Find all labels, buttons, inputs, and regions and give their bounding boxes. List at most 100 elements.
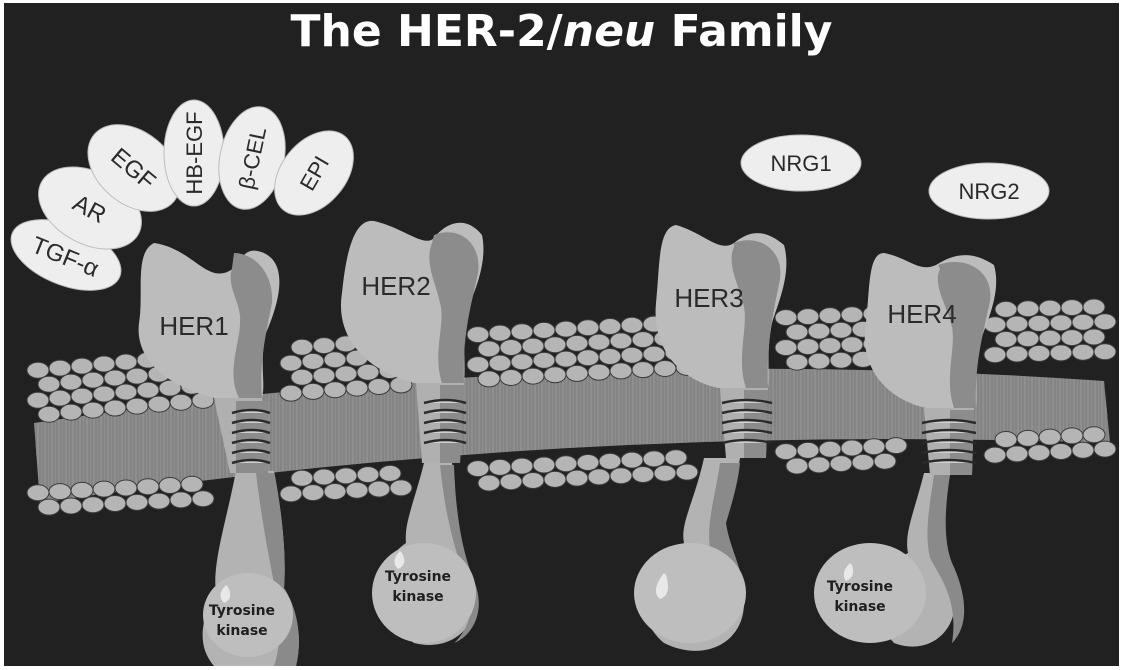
lipid-head (313, 368, 335, 384)
lipid-head (588, 469, 610, 485)
ligand-hb-egf: HB-EGF (164, 100, 224, 206)
lipid-head (489, 459, 511, 475)
lipid-head (885, 438, 907, 454)
lipid-head (49, 360, 71, 376)
lipid-head (599, 453, 621, 469)
lipid-head (49, 484, 71, 500)
her2-label: HER2 (361, 271, 430, 301)
lipid-head (643, 451, 665, 467)
lipid-head (104, 370, 126, 386)
lipid-head (467, 357, 489, 373)
lipid-head (1017, 301, 1039, 317)
lipid-head (280, 385, 302, 401)
lipid-head (665, 450, 687, 466)
lipid-head (1061, 300, 1083, 316)
lipid-head (632, 362, 654, 378)
lipid-head (71, 482, 93, 498)
lipid-head (500, 339, 522, 355)
lipid-head (324, 483, 346, 499)
lipid-head (654, 465, 676, 481)
lipid-head (1061, 330, 1083, 346)
lipid-head (49, 390, 71, 406)
lipid-head (984, 447, 1006, 463)
lipid-head (1061, 428, 1083, 444)
lipid-head (170, 492, 192, 508)
lipid-head (346, 380, 368, 396)
lipid-head (478, 371, 500, 387)
lipid-head (115, 384, 137, 400)
lipid-head (643, 346, 665, 362)
lipid-head (555, 321, 577, 337)
lipid-head (621, 347, 643, 363)
her4-kinase-line2: kinase (834, 599, 885, 615)
lipid-head (93, 356, 115, 372)
lipid-head (115, 354, 137, 370)
lipid-head (786, 354, 808, 370)
lipid-head (808, 323, 830, 339)
her3-label: HER3 (674, 283, 743, 313)
slide: TGF-α AR EGF HB-EGF β-CEL EPI (4, 3, 1119, 666)
lipid-head (577, 455, 599, 471)
lipid-head (577, 320, 599, 336)
lipid-head (621, 452, 643, 468)
lipid-head (1050, 444, 1072, 460)
lipid-head (819, 441, 841, 457)
lipid-head (632, 332, 654, 348)
lipid-head (544, 471, 566, 487)
lipid-head (555, 351, 577, 367)
lipid-head (1072, 442, 1094, 458)
lipid-head (775, 310, 797, 326)
lipid-head (808, 353, 830, 369)
lipid-head (302, 485, 324, 501)
lipid-head (148, 493, 170, 509)
lipid-head (544, 367, 566, 383)
lipid-head (82, 372, 104, 388)
lipid-head (390, 480, 412, 496)
lipid-head (632, 467, 654, 483)
lipid-head (610, 363, 632, 379)
lipid-head (467, 461, 489, 477)
lipid-head (654, 360, 676, 376)
lipid-head (137, 382, 159, 398)
lipid-head (1050, 345, 1072, 361)
lipid-head (995, 301, 1017, 317)
lipid-head (291, 470, 313, 486)
lipid-head (775, 444, 797, 460)
lipid-head (852, 454, 874, 470)
her4-kinase-line1: Tyrosine (827, 579, 893, 595)
lipid-head (71, 388, 93, 404)
lipid-head (995, 331, 1017, 347)
lipid-head (313, 469, 335, 485)
lipid-head (280, 355, 302, 371)
ligand-nrg1: NRG1 (741, 135, 861, 191)
lipid-head (104, 496, 126, 512)
lipid-head (1006, 446, 1028, 462)
lipid-head (93, 481, 115, 497)
lipid-head (291, 339, 313, 355)
lipid-head (1072, 344, 1094, 360)
lipid-head (302, 383, 324, 399)
lipid-head (830, 352, 852, 368)
lipid-head (500, 369, 522, 385)
lipid-head (841, 337, 863, 353)
her1-label: HER1 (159, 311, 228, 341)
lipid-head (104, 400, 126, 416)
lipid-head (357, 467, 379, 483)
ligand-label-nrg2: NRG2 (958, 179, 1019, 204)
her4-label: HER4 (887, 299, 956, 329)
lipid-head (115, 480, 137, 496)
lipid-head (192, 491, 214, 507)
lipid-head (599, 319, 621, 335)
lipid-head (126, 368, 148, 384)
lipid-head (1039, 330, 1061, 346)
lipid-head (841, 307, 863, 323)
lipid-head (137, 479, 159, 495)
lipid-head (159, 478, 181, 494)
lipid-head (1072, 314, 1094, 330)
lipid-head (1017, 331, 1039, 347)
lipid-head (346, 482, 368, 498)
lipid-head (610, 333, 632, 349)
her-family-diagram: TGF-α AR EGF HB-EGF β-CEL EPI (4, 3, 1119, 666)
lipid-head (467, 327, 489, 343)
